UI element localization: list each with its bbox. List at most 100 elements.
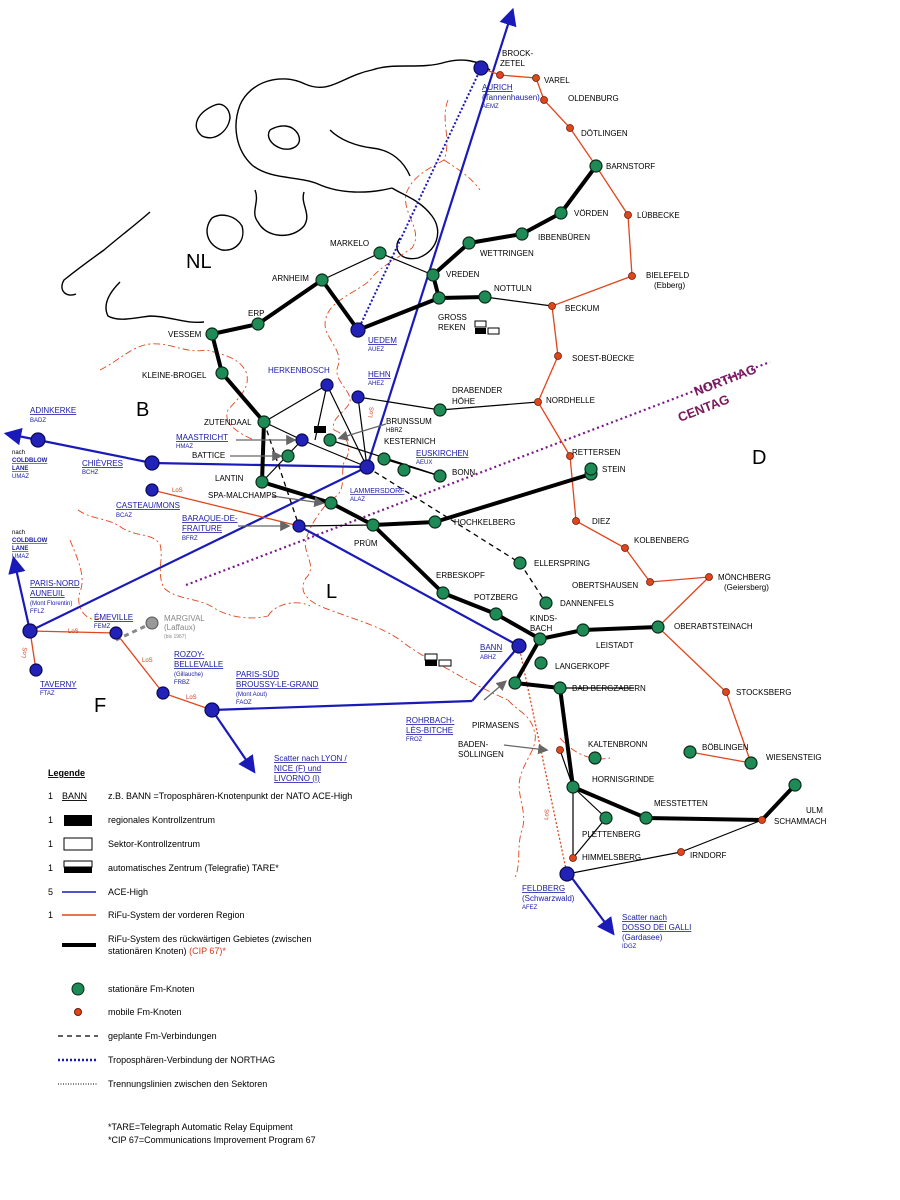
label-bann: BANN: [480, 643, 502, 652]
label-hochkelberg: HOCHKELBERG: [454, 518, 515, 527]
label-vessem: VESSEM: [168, 330, 202, 339]
label-voerden: VÖRDEN: [574, 209, 608, 218]
label-pirmasens: PIRMASENS: [472, 721, 519, 730]
region-d: D: [752, 447, 766, 469]
label-barnstorf: BARNSTORF: [606, 162, 655, 171]
label-arnheim: ARNHEIM: [272, 274, 309, 283]
label-casteau-code: BCAZ: [116, 513, 132, 519]
label-rozoy-code: FRBZ: [174, 680, 190, 686]
legend-text-2: Sektor-Kontrollzentrum: [108, 839, 200, 849]
legend-text-6b: stationären Knoten): [108, 946, 187, 956]
label-erbeskopf: ERBESKOPF: [436, 571, 485, 580]
label-chievres: CHIÈVRES: [82, 459, 123, 468]
national-borders: [69, 99, 611, 881]
label-bann-code: ABHZ: [480, 655, 496, 661]
label-lantin: LANTIN: [215, 474, 244, 483]
label-nordhelle: NORDHELLE: [546, 396, 595, 405]
legend-text-11: Trennungslinien zwischen den Sektoren: [108, 1079, 267, 1089]
coldblow2-3: UMAZ: [12, 554, 29, 560]
label-stocksberg: STOCKSBERG: [736, 688, 791, 697]
label-messtetten: MESSTETTEN: [654, 799, 708, 808]
legend-text-8: mobile Fm-Knoten: [108, 1007, 182, 1017]
dosso-2: DOSSO DEI GALLI: [622, 923, 691, 932]
label-euskirchen: EUSKIRCHEN: [416, 449, 469, 458]
label-euskirchen-code: AEUX: [416, 460, 432, 466]
footnote-tare: *TARE=Telegraph Automatic Relay Equipmen…: [108, 1122, 293, 1132]
label-ellerspring: ELLERSPRING: [534, 559, 590, 568]
coldblow1-3: UMAZ: [12, 474, 29, 480]
label-feldberg-2: (Schwarzwald): [522, 894, 575, 903]
label-aurich: AURICH: [482, 83, 513, 92]
label-feldberg-1: FELDBERG: [522, 884, 565, 893]
label-drabender-1: DRABENDER: [452, 386, 502, 395]
ace-labels: AURICH (Tannenhausen) AEMZ UEDEM AUEZ HE…: [30, 83, 575, 911]
legend-text-5: RiFu-System der vorderen Region: [108, 910, 245, 920]
label-rozoy-1: ROZOY-: [174, 650, 205, 659]
coldblow2-1: COLDBLOW: [12, 538, 48, 544]
label-bielefeld-2: (Ebberg): [654, 281, 685, 290]
thin-links: [261, 252, 763, 875]
dosso-1: Scatter nach: [622, 913, 667, 922]
label-bielefeld-1: BIELEFELD: [646, 271, 689, 280]
lyon-1: Scatter nach LYON /: [274, 754, 348, 763]
label-rettersen: RETTERSEN: [572, 448, 621, 457]
planned-links: [115, 421, 547, 642]
label-taverny: TAVERNY: [40, 680, 77, 689]
label-drabender-2: HÖHE: [452, 397, 475, 406]
los-3: LoS: [142, 658, 153, 664]
label-grossreken-2: REKEN: [438, 323, 466, 332]
legend-count-0: 1: [48, 791, 53, 801]
label-stein: STEIN: [602, 465, 626, 474]
northag-tropo-link: [357, 67, 482, 331]
lyon-2: NICE (F) und: [274, 764, 321, 773]
label-chievres-code: BCHZ: [82, 470, 99, 476]
label-moenchberg-2: (Geiersberg): [724, 583, 769, 592]
legend-count-2: 1: [48, 839, 53, 849]
legend: Legende 1 BANN z.B. BANN =Troposphären-K…: [48, 768, 352, 1089]
coldblow2-nach: nach: [12, 530, 25, 536]
label-uedem-code: AUEZ: [368, 347, 384, 353]
pointer-arrows: [230, 423, 549, 755]
label-beckum: BECKUM: [565, 304, 600, 313]
label-nottuln: NOTTULN: [494, 284, 532, 293]
legend-text-1: regionales Kontrollzentrum: [108, 815, 215, 825]
label-aurich-2: (Tannenhausen): [482, 93, 540, 102]
label-margival-2: (Laffaux): [164, 623, 196, 632]
los-1: LoS: [172, 488, 183, 494]
label-bonn: BONN: [452, 468, 475, 477]
label-maastricht: MAASTRICHT: [176, 433, 228, 442]
legend-text-4: ACE-High: [108, 887, 148, 897]
label-emeville-code: FEMZ: [94, 624, 111, 630]
legend-sym-0: BANN: [62, 791, 87, 801]
label-hehn-code: AHEZ: [368, 381, 384, 387]
legend-count-5: 1: [48, 910, 53, 920]
label-plettenberg: PLETTENBERG: [582, 830, 641, 839]
label-schammach: SCHAMMACH: [774, 817, 827, 826]
footnote-cip: *CIP 67=Communications Improvement Progr…: [108, 1135, 316, 1145]
los-7: LoS: [544, 809, 551, 820]
label-brockzetel-1: BROCK-: [502, 49, 533, 58]
label-rohrbach-1: ROHRBACH-: [406, 716, 455, 725]
stationary-nodes: [205, 159, 802, 825]
coastline: [61, 59, 491, 324]
label-grossreken-1: GROSS: [438, 313, 467, 322]
label-margival-3: (bis 1967): [164, 634, 187, 640]
legend-text-6c: (CIP 67)*: [189, 946, 226, 956]
coldblow2-2: LANE: [12, 546, 28, 552]
label-rozoy-3: (Gillauche): [174, 672, 203, 678]
place-labels: BROCK- ZETEL VAREL OLDENBURG DÖTLINGEN B…: [142, 49, 827, 862]
label-obertshausen: OBERTSHAUSEN: [572, 581, 638, 590]
label-diez: DIEZ: [592, 517, 610, 526]
label-parisnord-3: (Mont Florentin): [30, 601, 72, 607]
label-oldenburg: OLDENBURG: [568, 94, 619, 103]
label-potzberg: POTZBERG: [474, 593, 518, 602]
label-hbrz: HBRZ: [386, 428, 403, 434]
label-irndorf: IRNDORF: [690, 851, 727, 860]
los-4: LoS: [186, 695, 197, 701]
label-ibbenbueren: IBBENBÜREN: [538, 233, 590, 242]
legend-count-4: 5: [48, 887, 53, 897]
label-badensoellingen-1: BADEN-: [458, 740, 489, 749]
label-battice: BATTICE: [192, 451, 225, 460]
coldblow1-2: LANE: [12, 466, 28, 472]
label-taverny-code: FTAZ: [40, 691, 55, 697]
